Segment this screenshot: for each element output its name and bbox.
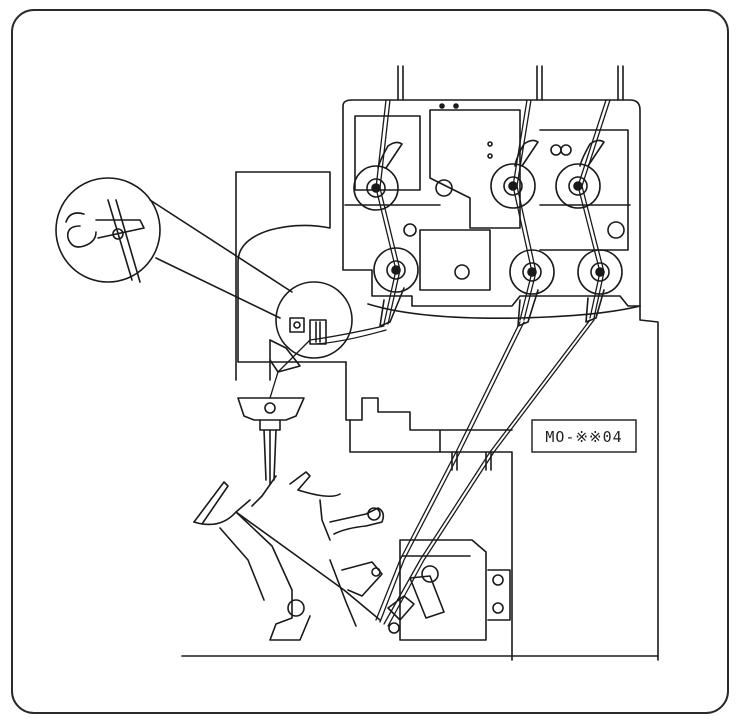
needle-icon [237, 397, 305, 497]
presser-bar-bracket [269, 339, 301, 373]
tension-dial-upper-1[interactable] [353, 141, 403, 211]
thread-guide-detail-icon [55, 177, 293, 319]
thread-paths [269, 99, 611, 627]
diagram-frame [11, 9, 729, 714]
tension-dial-upper-3[interactable] [555, 139, 605, 209]
detail-target-circle [275, 281, 353, 359]
model-label-box [531, 419, 637, 453]
model-label: MO-※※04 [545, 428, 622, 446]
tension-dial-lower-1[interactable] [373, 247, 419, 327]
thread-guide-posts [397, 65, 624, 109]
thread-guide-clips [451, 451, 492, 471]
looper-icon [193, 471, 511, 641]
head-fixtures [403, 141, 625, 280]
